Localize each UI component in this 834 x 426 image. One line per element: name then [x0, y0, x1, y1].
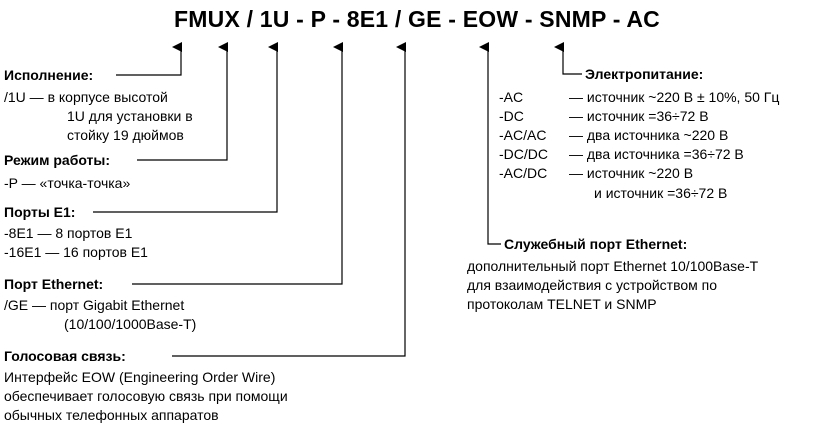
golos-line-1: Интерфейс EOW (Engineering Order Wire) [4, 369, 276, 385]
power-code-ac: -AC [499, 89, 524, 105]
rezhim-heading: Режим работы: [4, 152, 111, 168]
service-line-1: дополнительный порт Ethernet 10/100Base-… [467, 258, 759, 274]
golos-line-2: обеспечивает голосовую связь при помощи [4, 388, 288, 404]
service-line-2: для взаимодействия с устройством по [467, 277, 718, 293]
porty-line-1: -8E1 — 8 портов Е1 [4, 225, 133, 241]
power-desc-dcdc: — два источника =36÷72 В [569, 146, 744, 162]
connector-power [554, 42, 582, 75]
porty-line-2: -16E1 — 16 портов Е1 [4, 244, 148, 260]
porty-heading: Порты Е1: [4, 204, 76, 220]
product-code-title: FMUX / 1U - P - 8E1 / GE - EOW - SNMP - … [174, 6, 660, 32]
power-extra: и источник =36÷72 В [594, 185, 728, 201]
connector-golos [172, 42, 406, 357]
service-line-3: протоколам TELNET и SNMP [467, 296, 657, 312]
ethernet-line-2: (10/100/1000Base-T) [64, 316, 197, 332]
rezhim-line-1: -P — «точка-точка» [4, 175, 131, 191]
power-desc-acac: — два источника ~220 В [569, 127, 729, 143]
power-desc-acdc: — источник ~220 В [569, 165, 694, 181]
power-code-acac: -AC/AC [499, 127, 547, 143]
ispolnenie-line-2: 1U для установки в [67, 108, 193, 124]
connector-ispolnenie [116, 42, 182, 76]
power-desc-ac: — источник ~220 В ± 10%, 50 Гц [569, 89, 780, 105]
connector-rezhim [137, 42, 228, 161]
connector-porty [93, 42, 278, 213]
ispolnenie-line-3: стойку 19 дюймов [67, 127, 184, 143]
connector-service [479, 42, 501, 245]
power-code-dcdc: -DC/DC [499, 146, 548, 162]
ethernet-line-1: /GE — порт Gigabit Ethernet [4, 297, 185, 313]
power-desc-dc: — источник =36÷72 В [569, 108, 709, 124]
golos-heading: Голосовая связь: [4, 348, 126, 364]
power-heading: Электропитание: [585, 66, 704, 82]
power-code-acdc: -AC/DC [499, 165, 548, 181]
connector-ethernet [132, 42, 343, 285]
ispolnenie-heading: Исполнение: [4, 67, 94, 83]
golos-line-3: обычных телефонных аппаратов [4, 407, 219, 423]
ethernet-heading: Порт Ethernet: [4, 276, 104, 292]
ispolnenie-line-1: /1U — в корпусе высотой [4, 89, 168, 105]
service-heading: Служебный порт Ethernet: [504, 236, 688, 252]
power-code-dc: -DC [499, 108, 524, 124]
